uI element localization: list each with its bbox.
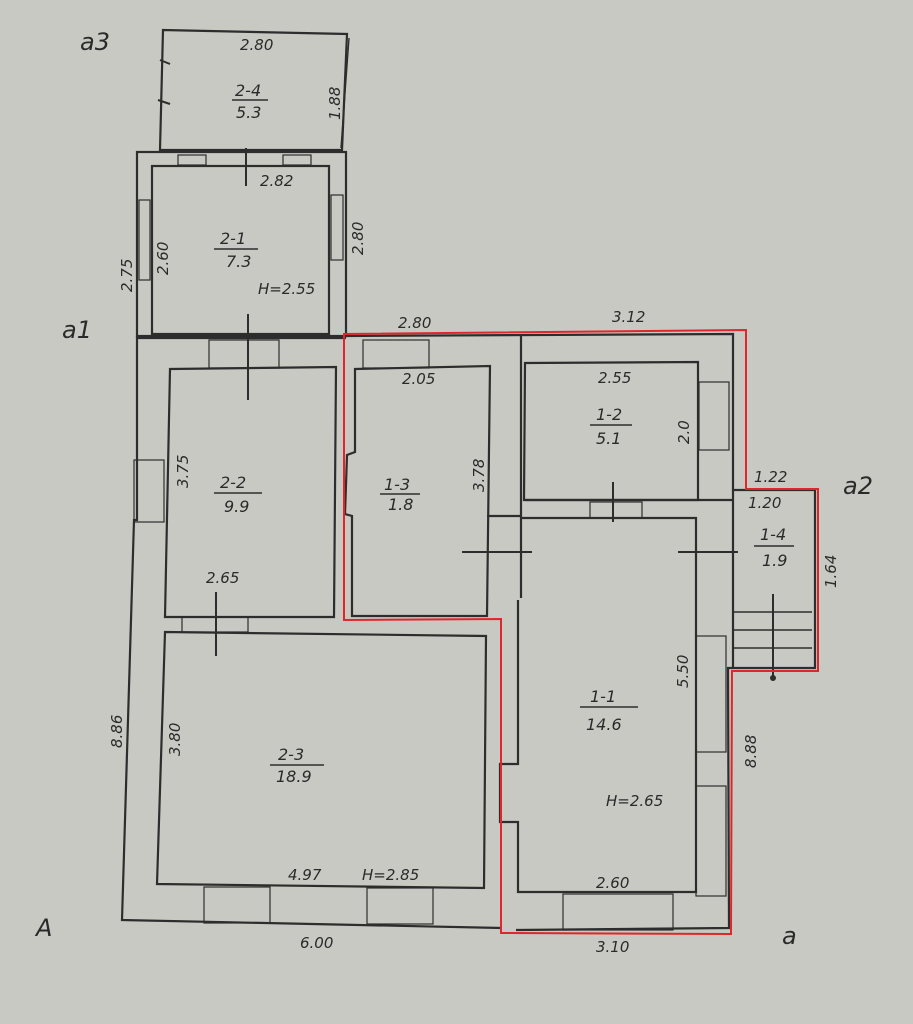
room-label-1-2: 1-2 5.1 bbox=[590, 405, 632, 448]
dim-2-65: 2.65 bbox=[206, 569, 239, 587]
dim-6-00: 6.00 bbox=[300, 934, 333, 952]
room-label-1-4: 1-4 1.9 bbox=[754, 525, 794, 570]
svg-text:14.6: 14.6 bbox=[586, 715, 622, 734]
svg-text:7.3: 7.3 bbox=[226, 252, 251, 271]
dim-2-55: 2.55 bbox=[598, 369, 631, 387]
dim-2-60-left: 2.60 bbox=[154, 242, 172, 275]
svg-text:2-1: 2-1 bbox=[220, 229, 246, 248]
room-label-2-3: 2-3 18.9 bbox=[270, 745, 324, 786]
svg-text:1-3: 1-3 bbox=[384, 475, 410, 494]
svg-text:9.9: 9.9 bbox=[224, 497, 249, 516]
dim-3-12: 3.12 bbox=[612, 308, 645, 326]
dim-1-88: 1.88 bbox=[326, 87, 344, 120]
dim-2-80-right: 2.80 bbox=[349, 222, 367, 255]
axis-label-a3: a3 bbox=[80, 28, 110, 56]
room-label-2-1: 2-1 7.3 bbox=[214, 229, 258, 271]
svg-text:2-3: 2-3 bbox=[278, 745, 304, 764]
dim-1-64: 1.64 bbox=[822, 555, 840, 588]
dim-2-80-mid: 2.80 bbox=[398, 314, 431, 332]
room-2-4-walls bbox=[157, 28, 350, 152]
dim-4-97: 4.97 bbox=[288, 866, 322, 884]
room-label-2-2: 2-2 9.9 bbox=[214, 473, 262, 516]
room-2-2-walls bbox=[163, 365, 338, 656]
room-2-3-walls bbox=[155, 630, 488, 925]
svg-text:2-2: 2-2 bbox=[220, 473, 246, 492]
room-label-1-1: 1-1 14.6 bbox=[580, 687, 638, 734]
dim-8-88: 8.88 bbox=[742, 735, 760, 768]
svg-text:5.1: 5.1 bbox=[596, 429, 621, 448]
dim-2-80-top: 2.80 bbox=[240, 36, 273, 54]
svg-text:2-4: 2-4 bbox=[235, 81, 261, 100]
dim-1-20: 1.20 bbox=[748, 494, 781, 512]
apartment-1-highlight bbox=[343, 328, 819, 936]
dim-h-2-85: H=2.85 bbox=[362, 866, 419, 884]
dim-2-82: 2.82 bbox=[260, 172, 293, 190]
dim-1-22: 1.22 bbox=[754, 468, 787, 486]
dim-5-50: 5.50 bbox=[674, 655, 692, 688]
dim-h-2-65: H=2.65 bbox=[606, 792, 663, 810]
dim-3-10: 3.10 bbox=[596, 938, 629, 956]
svg-text:1-1: 1-1 bbox=[590, 687, 616, 706]
dim-8-86: 8.86 bbox=[108, 715, 126, 748]
room-label-1-3: 1-3 1.8 bbox=[380, 475, 420, 514]
axis-label-a: a bbox=[782, 922, 797, 950]
svg-text:18.9: 18.9 bbox=[276, 767, 312, 786]
svg-text:5.3: 5.3 bbox=[236, 103, 261, 122]
axis-label-A: A bbox=[34, 914, 52, 942]
west-block-walls bbox=[120, 314, 503, 930]
dim-3-78: 3.78 bbox=[470, 459, 488, 492]
room-2-1-walls bbox=[135, 148, 348, 338]
svg-text:1.8: 1.8 bbox=[388, 495, 413, 514]
dim-h-2-55: H=2.55 bbox=[258, 280, 315, 298]
svg-text:1.9: 1.9 bbox=[762, 551, 787, 570]
svg-text:1-4: 1-4 bbox=[760, 525, 786, 544]
axis-label-a2: a2 bbox=[843, 472, 873, 500]
east-block-walls bbox=[343, 332, 817, 932]
room-label-2-4: 2-4 5.3 bbox=[232, 81, 268, 122]
svg-text:1-2: 1-2 bbox=[596, 405, 622, 424]
dim-2-60-bottom: 2.60 bbox=[596, 874, 629, 892]
dim-3-80: 3.80 bbox=[166, 723, 184, 756]
axis-label-a1: a1 bbox=[62, 316, 92, 344]
dim-2-0: 2.0 bbox=[675, 420, 693, 444]
dim-2-05: 2.05 bbox=[402, 370, 435, 388]
dim-2-75: 2.75 bbox=[118, 259, 136, 292]
dim-3-75: 3.75 bbox=[174, 455, 192, 488]
